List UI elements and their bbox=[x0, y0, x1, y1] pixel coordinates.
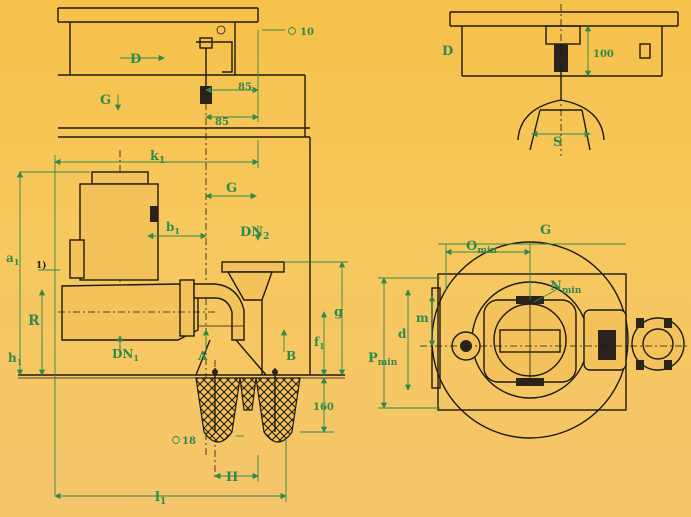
label-omin: Omin bbox=[466, 239, 497, 256]
label-b: B bbox=[286, 349, 296, 363]
label-160: 160 bbox=[313, 402, 334, 413]
label-pmin: Pmin bbox=[368, 351, 398, 368]
label-h: H bbox=[226, 470, 238, 485]
label-d-right: D bbox=[442, 44, 453, 59]
label-85-b: 85 bbox=[215, 117, 229, 128]
label-g: g bbox=[334, 305, 343, 320]
label-d-left: D bbox=[130, 52, 141, 67]
left-view bbox=[16, 7, 348, 502]
label-a: A bbox=[197, 349, 208, 363]
label-dn1: DN1 bbox=[112, 347, 139, 363]
label-f1: f1 bbox=[314, 335, 325, 351]
label-a1: a1 bbox=[6, 251, 19, 267]
label-m: m bbox=[416, 311, 429, 325]
label-85-a: 85 bbox=[238, 82, 252, 93]
plan-view bbox=[378, 241, 690, 439]
label-k1: k1 bbox=[150, 149, 165, 166]
label-10: 10 bbox=[300, 27, 314, 38]
label-s: S bbox=[553, 135, 562, 150]
label-d-plan: d bbox=[398, 327, 407, 341]
label-g-mid: G bbox=[226, 181, 237, 196]
label-b1: b1 bbox=[166, 220, 180, 236]
label-100: 100 bbox=[593, 49, 614, 60]
label-g-top: G bbox=[100, 93, 111, 108]
label-l1: l1 bbox=[155, 490, 166, 507]
right-top-view bbox=[449, 4, 679, 156]
label-18: 18 bbox=[182, 436, 196, 447]
label-nmin: Nmin bbox=[550, 279, 582, 296]
label-h1: h1 bbox=[8, 351, 22, 367]
label-note1: 1) bbox=[36, 260, 47, 271]
label-g-right: G bbox=[540, 223, 551, 238]
labels: D G 85 85 10 k1 G b1 DN2 a1 1) R h1 DN1 … bbox=[6, 27, 614, 507]
label-dn2: DN2 bbox=[240, 225, 269, 242]
label-r: R bbox=[28, 313, 40, 329]
